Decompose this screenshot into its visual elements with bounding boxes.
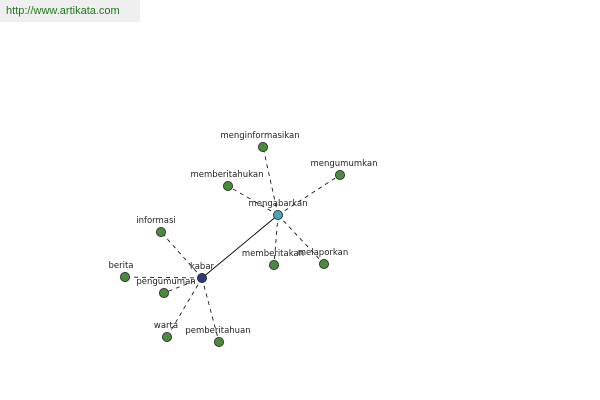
edge-mengabarkan-menginformasikan bbox=[262, 146, 279, 216]
node-memberitakan[interactable] bbox=[268, 259, 279, 270]
node-menginformasikan[interactable] bbox=[257, 141, 268, 152]
node-label-menginformasikan[interactable]: menginformasikan bbox=[220, 131, 299, 141]
node-kabar[interactable] bbox=[196, 272, 207, 283]
edge-kabar-mengabarkan bbox=[201, 214, 279, 279]
node-label-informasi[interactable]: informasi bbox=[136, 216, 176, 226]
site-url-link[interactable]: http://www.artikata.com bbox=[6, 5, 120, 17]
node-informasi[interactable] bbox=[155, 226, 166, 237]
node-label-memberitakan[interactable]: memberitakan bbox=[242, 249, 304, 259]
node-memberitahukan[interactable] bbox=[222, 180, 233, 191]
node-mengabarkan[interactable] bbox=[272, 209, 283, 220]
graph-edges bbox=[124, 146, 341, 343]
edge-kabar-pengumuman bbox=[163, 277, 203, 294]
node-pengumuman[interactable] bbox=[158, 287, 169, 298]
node-label-mengumumkan[interactable]: mengumumkan bbox=[311, 159, 378, 169]
node-label-warta[interactable]: warta bbox=[154, 321, 178, 331]
node-label-memberitahukan[interactable]: memberitahukan bbox=[191, 170, 264, 180]
edge-mengabarkan-mengumumkan bbox=[277, 174, 341, 216]
node-warta[interactable] bbox=[161, 331, 172, 342]
node-label-pemberitahuan[interactable]: pemberitahuan bbox=[185, 326, 250, 336]
edge-kabar-berita bbox=[124, 276, 203, 279]
edge-kabar-warta bbox=[166, 277, 203, 338]
site-url-badge: http://www.artikata.com bbox=[0, 0, 140, 22]
edge-mengabarkan-memberitahukan bbox=[227, 185, 279, 216]
node-mengumumkan[interactable] bbox=[334, 169, 345, 180]
edge-mengabarkan-melaporkan bbox=[277, 214, 325, 265]
node-label-melaporkan[interactable]: melaporkan bbox=[298, 248, 349, 258]
edge-mengabarkan-memberitakan bbox=[273, 214, 279, 266]
node-label-mengabarkan[interactable]: mengabarkan bbox=[249, 199, 308, 209]
graph-nodes bbox=[120, 141, 345, 347]
graph-labels: kabar mengabarkan menginformasikan mengumum… bbox=[108, 131, 377, 336]
edge-kabar-pemberitahuan bbox=[201, 277, 220, 343]
node-label-kabar[interactable]: kabar bbox=[190, 262, 215, 272]
node-berita[interactable] bbox=[120, 271, 131, 282]
node-label-berita[interactable]: berita bbox=[108, 261, 133, 271]
node-pemberitahuan[interactable] bbox=[213, 336, 224, 347]
node-melaporkan[interactable] bbox=[318, 258, 329, 269]
edge-kabar-informasi bbox=[160, 231, 203, 279]
node-label-pengumuman[interactable]: pengumuman bbox=[136, 277, 195, 287]
